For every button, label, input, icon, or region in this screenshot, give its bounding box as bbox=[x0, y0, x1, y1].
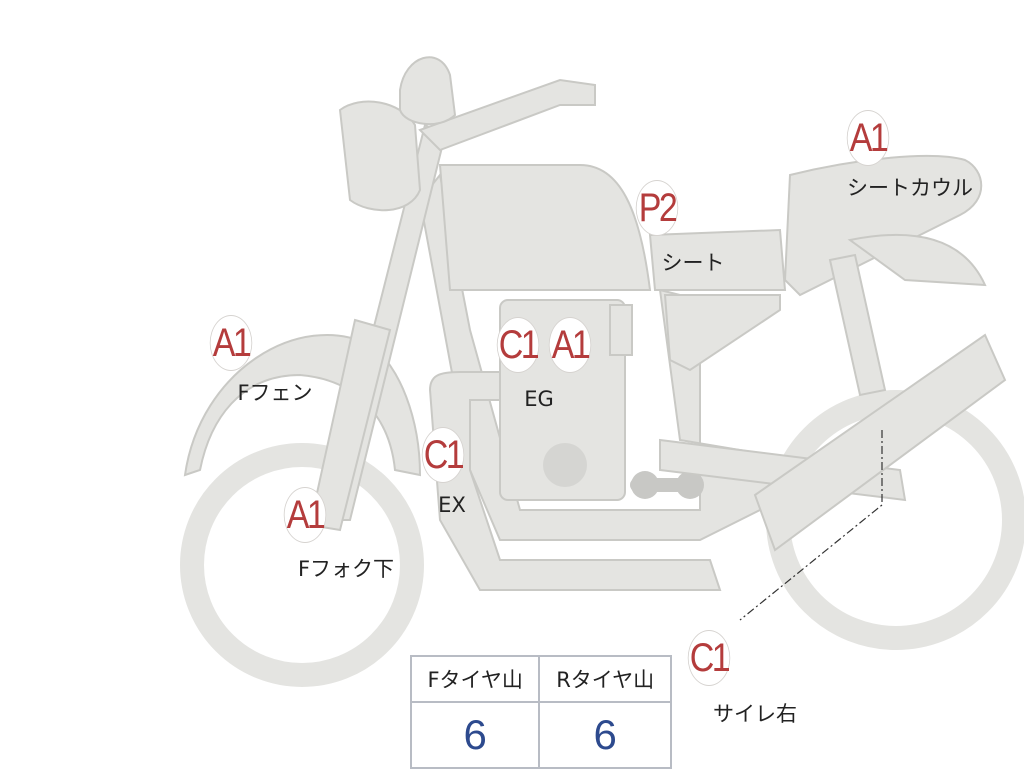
header-rear-tire: Rタイヤ山 bbox=[538, 655, 672, 703]
value-front-tire: 6 bbox=[409, 701, 541, 769]
headlight bbox=[338, 100, 422, 212]
muffler bbox=[753, 333, 1007, 552]
front-wheel bbox=[180, 443, 424, 687]
label-seat-cowl: シートカウル bbox=[847, 176, 973, 200]
damage-marker-front-fork[interactable]: A1 bbox=[283, 487, 327, 543]
mirror bbox=[399, 56, 457, 126]
rear-fender bbox=[847, 233, 987, 287]
damage-marker-front-fender[interactable]: A1 bbox=[209, 315, 253, 371]
engine-cover bbox=[543, 443, 587, 487]
seat bbox=[648, 228, 787, 291]
rear-shock bbox=[828, 253, 887, 397]
handlebar bbox=[418, 78, 596, 152]
muffler-callout-line bbox=[739, 430, 883, 621]
label-muffler-right: サイレ右 bbox=[713, 702, 797, 726]
fork-lower bbox=[308, 318, 392, 532]
damage-marker-exhaust[interactable]: C1 bbox=[421, 427, 465, 483]
exhaust-pipe bbox=[428, 371, 722, 591]
fuel-tank bbox=[438, 164, 652, 291]
damage-marker-seat[interactable]: P2 bbox=[635, 180, 679, 236]
label-front-fork: Fフォク下 bbox=[297, 557, 395, 581]
label-seat: シート bbox=[661, 251, 725, 275]
header-front-tire: Fタイヤ山 bbox=[409, 655, 541, 703]
value-rear-tire: 6 bbox=[538, 701, 672, 769]
label-front-fender: Fフェン bbox=[237, 381, 313, 405]
label-engine: EG bbox=[524, 387, 554, 411]
damage-marker-seat-cowl[interactable]: A1 bbox=[846, 110, 890, 166]
damage-marker-engine-a1[interactable]: A1 bbox=[548, 317, 592, 373]
tire-tread-table: Fタイヤ山 Rタイヤ山 6 6 bbox=[409, 655, 672, 769]
label-exhaust: EX bbox=[438, 493, 466, 517]
damage-marker-muffler-right[interactable]: C1 bbox=[687, 630, 731, 686]
side-cover bbox=[663, 294, 781, 372]
damage-marker-engine-c1[interactable]: C1 bbox=[496, 317, 540, 373]
